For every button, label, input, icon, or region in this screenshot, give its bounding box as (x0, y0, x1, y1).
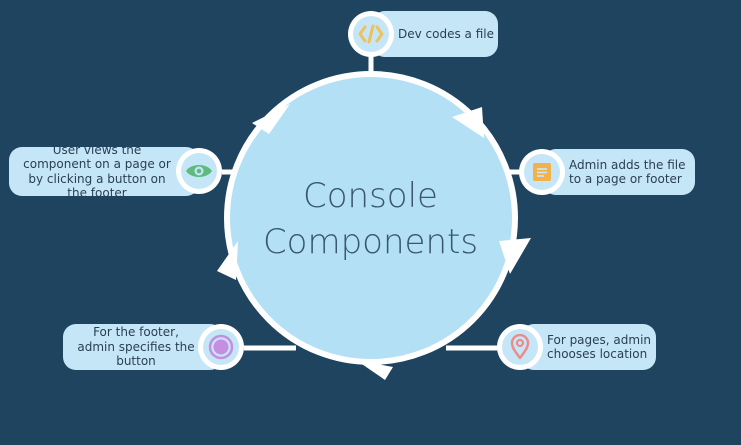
eye-icon-badge (176, 148, 222, 194)
cycle-arrow-right-lower (499, 238, 531, 274)
step-pages-location-label: For pages, admin chooses location (547, 332, 652, 362)
map-pin-icon (502, 329, 538, 365)
button-icon-badge (198, 324, 244, 370)
eye-icon (181, 153, 217, 189)
cycle-arrow-bottom (356, 360, 393, 380)
step-admin-adds-file: Admin adds the file to a page or footer (543, 149, 695, 195)
cycle-arrow-right-upper (452, 107, 484, 138)
code-icon-badge (348, 11, 394, 57)
button-icon (203, 329, 239, 365)
cycle-arrow-left-upper (252, 104, 290, 134)
map-pin-icon-badge (497, 324, 543, 370)
code-icon (353, 16, 389, 52)
step-admin-adds-file-label: Admin adds the file to a page or footer (569, 157, 686, 187)
step-user-views: User views the component on a page or by… (9, 143, 199, 200)
document-icon (524, 154, 560, 190)
step-user-views-label: User views the component on a page or by… (23, 142, 171, 201)
step-pages-location: For pages, admin chooses location (521, 324, 656, 370)
step-footer-button-label: For the footer, admin specifies the butt… (77, 325, 195, 369)
step-footer-button: For the footer, admin specifies the butt… (63, 324, 223, 370)
step-dev-codes-label: Dev codes a file (398, 26, 494, 41)
diagram-title-line-2: Components (262, 222, 479, 262)
diagram-title-line-1: Console (303, 176, 438, 216)
cycle-arrow-left (217, 241, 238, 280)
center-circle (224, 71, 518, 365)
document-icon-badge (519, 149, 565, 195)
